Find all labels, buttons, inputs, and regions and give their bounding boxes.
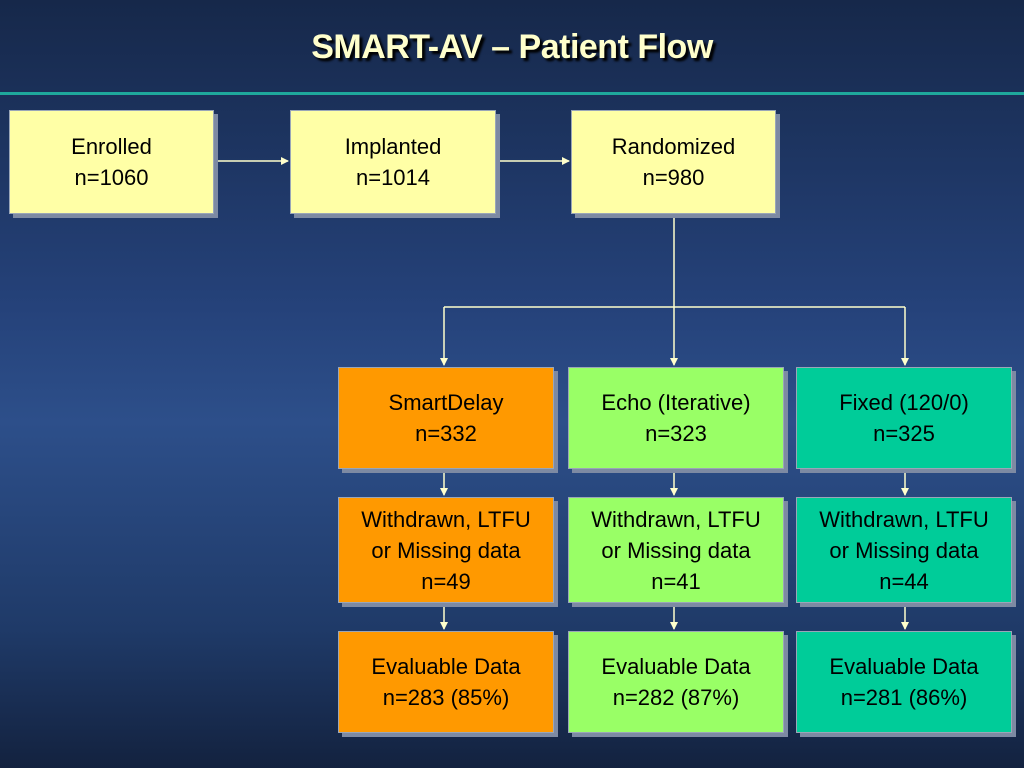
withdrawn-line1: Withdrawn, LTFU — [819, 506, 989, 532]
withdrawn-count: n=41 — [651, 568, 701, 594]
enrolled-label: Enrolled — [71, 134, 152, 159]
evaluable-label: Evaluable Data — [371, 654, 521, 679]
randomized-box: Randomized n=980 — [571, 110, 776, 214]
withdrawn-count: n=44 — [879, 568, 929, 594]
fixed-evaluable-box: Evaluable Data n=281 (86%) — [796, 631, 1012, 733]
implanted-label: Implanted — [344, 134, 442, 159]
echo-arm-label: Echo (Iterative) — [601, 390, 751, 415]
evaluable-count: n=282 (87%) — [612, 685, 740, 710]
withdrawn-line2: or Missing data — [601, 537, 751, 563]
fixed-arm-label: Fixed (120/0) — [839, 390, 969, 415]
evaluable-count: n=281 (86%) — [840, 685, 968, 710]
enrolled-count: n=1060 — [74, 165, 149, 190]
fixed-arm-box: Fixed (120/0) n=325 — [796, 367, 1012, 469]
randomized-label: Randomized — [611, 134, 736, 159]
randomized-count: n=980 — [642, 165, 705, 190]
evaluable-count: n=283 (85%) — [382, 685, 510, 710]
withdrawn-line2: or Missing data — [829, 537, 979, 563]
withdrawn-line1: Withdrawn, LTFU — [361, 506, 531, 532]
echo-arm-count: n=323 — [645, 421, 707, 446]
smartdelay-arm-label: SmartDelay — [388, 390, 504, 415]
page-title: SMART-AV – Patient Flow — [311, 28, 713, 66]
smartdelay-arm-box: SmartDelay n=332 — [338, 367, 554, 469]
evaluable-label: Evaluable Data — [829, 654, 979, 679]
fixed-withdrawn-box: Withdrawn, LTFU or Missing data n=44 — [796, 497, 1012, 603]
fixed-arm-count: n=325 — [873, 421, 935, 446]
title-divider — [0, 92, 1024, 95]
evaluable-label: Evaluable Data — [601, 654, 751, 679]
enrolled-box: Enrolled n=1060 — [9, 110, 214, 214]
echo-evaluable-box: Evaluable Data n=282 (87%) — [568, 631, 784, 733]
smartdelay-withdrawn-box: Withdrawn, LTFU or Missing data n=49 — [338, 497, 554, 603]
smartdelay-arm-count: n=332 — [415, 421, 477, 446]
implanted-count: n=1014 — [355, 165, 431, 190]
withdrawn-count: n=49 — [421, 568, 471, 594]
smartdelay-evaluable-box: Evaluable Data n=283 (85%) — [338, 631, 554, 733]
echo-arm-box: Echo (Iterative) n=323 — [568, 367, 784, 469]
withdrawn-line2: or Missing data — [371, 537, 521, 563]
withdrawn-line1: Withdrawn, LTFU — [591, 506, 761, 532]
implanted-box: Implanted n=1014 — [290, 110, 496, 214]
echo-withdrawn-box: Withdrawn, LTFU or Missing data n=41 — [568, 497, 784, 603]
